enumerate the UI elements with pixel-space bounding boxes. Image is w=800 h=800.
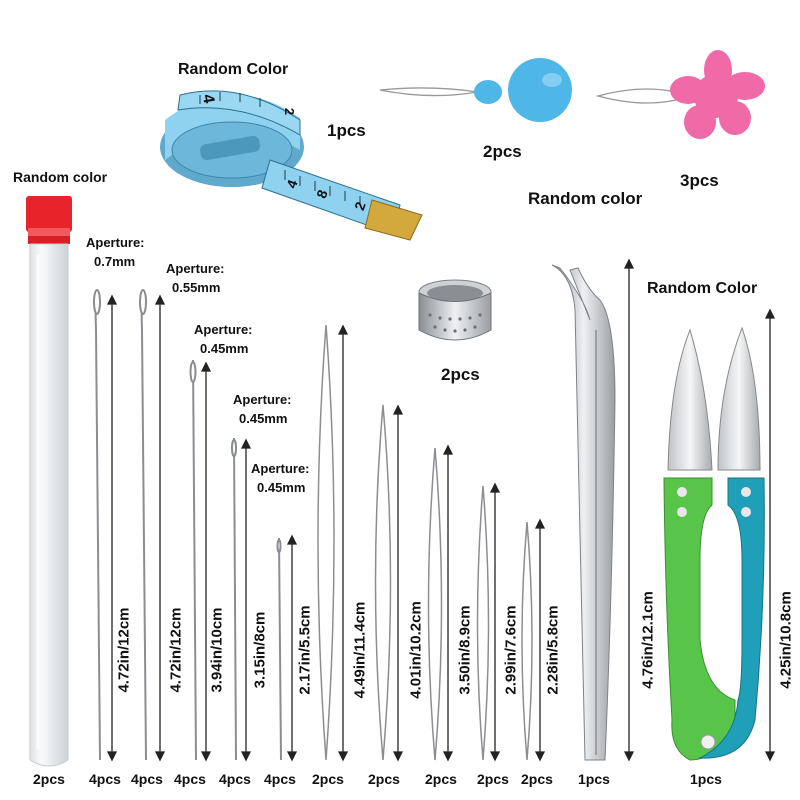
needle-tube xyxy=(26,196,72,767)
measurement-label: 2.28in/5.8cm xyxy=(544,605,562,695)
aperture-label: Aperture:0.45mm xyxy=(233,392,292,426)
measurement-label: 4.72in/12cm xyxy=(115,607,133,693)
measurement-arrows xyxy=(106,258,776,762)
quantity-label: 4pcs xyxy=(219,771,251,787)
quantity-label: 4pcs xyxy=(131,771,163,787)
aperture-label: Aperture:0.55mm xyxy=(166,261,225,295)
quantity-label: 2pcs xyxy=(33,771,65,787)
measurement-label: 4.25in/10.8cm xyxy=(777,591,795,689)
aperture-label: Aperture:0.45mm xyxy=(251,461,310,495)
quantity-label: 2pcs xyxy=(425,771,457,787)
measurement-label: 4.76in/12.1cm xyxy=(639,591,657,689)
measurement-label: 4.72in/12cm xyxy=(167,607,185,693)
aperture-label: Aperture:0.45mm xyxy=(194,322,253,356)
tube-color-label: Random color xyxy=(13,169,108,185)
quantity-label: 1pcs xyxy=(690,771,722,787)
measurement-label: 3.15in/8cm xyxy=(251,611,269,689)
tape-number: 2 xyxy=(282,107,298,116)
threader-color-label: Random color xyxy=(528,189,643,208)
needle-threader-small xyxy=(379,58,572,122)
tweezers xyxy=(551,264,616,761)
tape-qty-label: 1pcs xyxy=(327,121,366,140)
measurement-label: 2.99in/7.6cm xyxy=(502,605,520,695)
quantity-label: 2pcs xyxy=(312,771,344,787)
aperture-label: Aperture:0.7mm xyxy=(86,235,145,269)
needles xyxy=(93,289,533,761)
needle-threader-flower xyxy=(595,50,765,139)
quantity-label: 2pcs xyxy=(368,771,400,787)
quantity-label: 4pcs xyxy=(264,771,296,787)
quantity-label: 2pcs xyxy=(477,771,509,787)
tape-color-label: Random Color xyxy=(178,61,289,78)
thimble-qty-label: 2pcs xyxy=(441,365,480,384)
measurement-label: 4.01in/10.2cm xyxy=(407,601,425,699)
measurement-label: 3.50in/8.9cm xyxy=(456,605,474,695)
quantity-label: 4pcs xyxy=(89,771,121,787)
threader-small-qty-label: 2pcs xyxy=(483,142,522,161)
tape-measure xyxy=(160,90,423,241)
measurement-label: 2.17in/5.5cm xyxy=(296,605,314,695)
threader-flower-qty-label: 3pcs xyxy=(680,171,719,190)
quantity-label: 2pcs xyxy=(521,771,553,787)
thimble xyxy=(418,279,492,341)
measurement-label: 3.94in/10cm xyxy=(208,607,226,693)
scissors-color-label: Random Color xyxy=(647,280,758,297)
thread-scissors xyxy=(663,326,765,761)
quantity-label: 1pcs xyxy=(578,771,610,787)
measurement-label: 4.49in/11.4cm xyxy=(351,601,369,699)
quantity-label: 4pcs xyxy=(174,771,206,787)
